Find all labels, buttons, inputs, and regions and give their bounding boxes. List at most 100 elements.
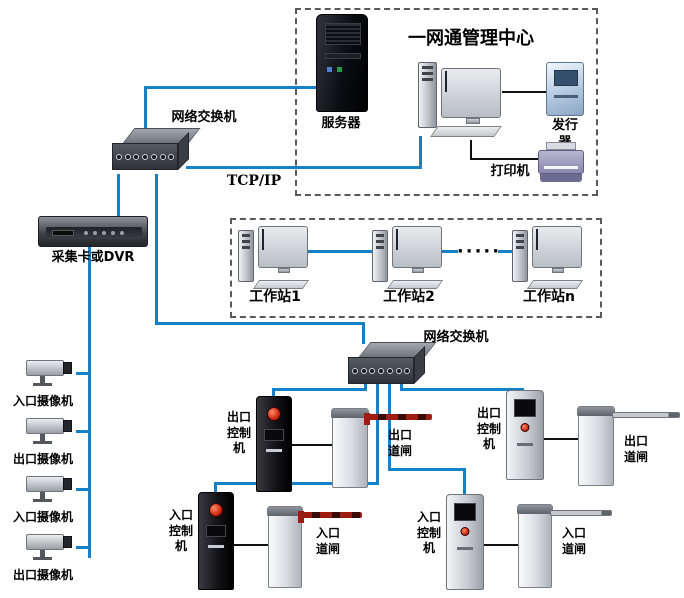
server-led bbox=[337, 67, 342, 72]
workstation-label: 工作站1 bbox=[249, 289, 301, 305]
issuer-icon bbox=[546, 62, 584, 116]
barrier-cabinet-top bbox=[267, 507, 303, 516]
camera-lens bbox=[63, 362, 72, 374]
monitor-stand bbox=[466, 118, 480, 124]
server-icon bbox=[316, 14, 368, 112]
wire-entryright-ctrl-gate bbox=[484, 544, 518, 546]
server-label: 服务器 bbox=[321, 116, 361, 131]
entry-controller-icon bbox=[446, 494, 484, 590]
cable-exitleft-v2 bbox=[272, 388, 275, 400]
monitor-icon bbox=[532, 226, 582, 268]
cable-entryright-v2 bbox=[463, 468, 466, 498]
barrier-arm-icon bbox=[612, 412, 680, 418]
tcpip-label: TCP/IP bbox=[226, 173, 282, 189]
management-center-box bbox=[295, 8, 598, 196]
camera-label: 出口摄像机 bbox=[12, 452, 73, 466]
wire-exitright-ctrl-gate bbox=[544, 438, 578, 440]
cable-exitleft-h bbox=[272, 388, 367, 391]
computer-tower-icon bbox=[372, 230, 388, 282]
computer-tower-icon bbox=[418, 62, 437, 128]
wire-ws-to-printer-h bbox=[470, 158, 538, 160]
cable-entryleft-v1 bbox=[376, 380, 379, 484]
printer-icon bbox=[538, 142, 584, 184]
dvr-label: 采集卡或DVR bbox=[51, 250, 135, 265]
cable-entryleft-h bbox=[214, 482, 379, 485]
barrier-arm-icon bbox=[300, 512, 362, 518]
controller-screen bbox=[514, 399, 536, 417]
workstation-icon bbox=[372, 226, 446, 292]
server-vent bbox=[325, 23, 361, 45]
printer-label: 打印机 bbox=[490, 164, 530, 179]
monitor-stand bbox=[278, 268, 290, 273]
cable-switch-to-server-v bbox=[144, 86, 147, 132]
dvr-front-panel bbox=[46, 227, 142, 239]
barrier-cabinet-top bbox=[577, 407, 615, 416]
controller-card-slot bbox=[457, 547, 473, 550]
exit-controller-label: 出口 控制 机 bbox=[226, 410, 251, 456]
camera-lens bbox=[63, 536, 72, 548]
server-led bbox=[327, 67, 332, 72]
cable-ws2-dots bbox=[442, 250, 458, 253]
computer-tower-icon bbox=[512, 230, 528, 282]
printer-lid bbox=[546, 142, 576, 150]
bottom-switch-label: 网络交换机 bbox=[423, 330, 489, 345]
cable-entryright-v1 bbox=[388, 380, 391, 470]
entry-controller-label: 入口 控制 机 bbox=[416, 510, 441, 556]
cable-camera2-stub bbox=[76, 430, 90, 433]
monitor-icon bbox=[392, 226, 442, 268]
workstations-box bbox=[230, 218, 602, 318]
cable-switch2-drop bbox=[362, 322, 365, 344]
switch-ports bbox=[112, 143, 178, 170]
controller-card-slot bbox=[208, 545, 224, 548]
exit-barrier-icon bbox=[331, 408, 370, 488]
workstation-ellipsis: ····· bbox=[456, 241, 502, 262]
wire-monitor-to-issuer bbox=[502, 91, 546, 93]
camera-lens bbox=[63, 420, 72, 432]
cable-tcpip-h bbox=[186, 166, 422, 169]
controller-screen bbox=[454, 503, 476, 521]
management-center-title: 一网通管理中心 bbox=[408, 28, 534, 49]
camera-icon bbox=[22, 416, 78, 446]
camera-icon bbox=[22, 358, 78, 388]
cable-camera4-stub bbox=[76, 546, 90, 549]
entry-barrier-label: 入口 道闸 bbox=[561, 526, 586, 556]
cable-switch-to-switch2-v bbox=[155, 174, 158, 325]
camera-label: 出口摄像机 bbox=[12, 568, 73, 582]
monitor-stand bbox=[552, 268, 564, 273]
controller-screen bbox=[206, 525, 226, 537]
exit-barrier-label: 出口 道闸 bbox=[623, 434, 648, 464]
camera-icon bbox=[22, 474, 78, 504]
wire-exitleft-ctrl-gate bbox=[292, 444, 332, 446]
issuer-slot bbox=[554, 95, 578, 98]
controller-indicator bbox=[460, 527, 470, 536]
cable-exitright-v1 bbox=[400, 380, 403, 390]
barrier-cabinet-top bbox=[517, 505, 553, 514]
exit-controller-icon bbox=[256, 396, 292, 492]
printer-body bbox=[538, 150, 584, 174]
barrier-cabinet-top bbox=[331, 409, 369, 418]
keyboard-icon bbox=[430, 126, 502, 137]
entry-controller-label: 入口 控制 机 bbox=[168, 508, 193, 554]
controller-indicator bbox=[520, 423, 530, 432]
cable-dots-wsn bbox=[498, 250, 512, 253]
controller-card-slot bbox=[517, 443, 533, 446]
camera-lens bbox=[63, 478, 72, 490]
wire-entryleft-ctrl-gate bbox=[234, 544, 268, 546]
cable-exitright-h bbox=[400, 388, 524, 391]
camera-label: 入口摄像机 bbox=[12, 510, 73, 524]
entry-barrier-label: 入口 道闸 bbox=[315, 526, 340, 556]
monitor-icon bbox=[441, 68, 501, 118]
computer-tower-icon bbox=[238, 230, 254, 282]
controller-screen bbox=[264, 429, 284, 441]
monitor-stand bbox=[412, 268, 424, 273]
barrier-arm-icon bbox=[550, 510, 612, 516]
workstation-icon bbox=[512, 226, 586, 292]
camera-label: 入口摄像机 bbox=[12, 394, 73, 408]
cable-camera3-stub bbox=[76, 488, 90, 491]
exit-controller-label: 出口 控制 机 bbox=[476, 406, 501, 452]
management-workstation-icon bbox=[418, 60, 504, 140]
workstation-icon bbox=[238, 226, 312, 292]
bottom-switch-icon bbox=[348, 342, 437, 388]
barrier-arm-icon bbox=[366, 414, 432, 420]
